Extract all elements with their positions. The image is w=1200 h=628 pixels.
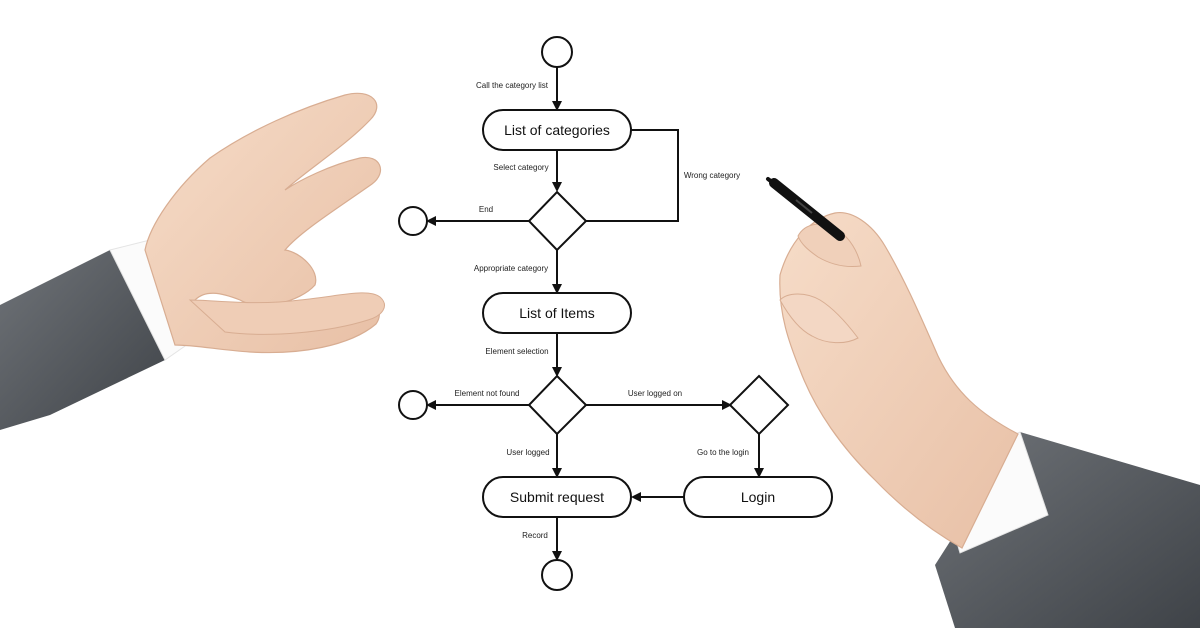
decision-login xyxy=(730,376,788,434)
final-node xyxy=(542,560,572,590)
right-hand-icon xyxy=(768,179,1200,628)
edge-label-element-selection: Element selection xyxy=(485,347,548,356)
edge-label-user-logged-on: User logged on xyxy=(628,389,682,398)
decision-category xyxy=(529,192,586,250)
label-submit-request: Submit request xyxy=(510,489,604,505)
edge-label-user-logged: User logged xyxy=(506,448,549,457)
edge-label-select-category: Select category xyxy=(493,163,548,172)
left-hand-icon xyxy=(0,93,384,430)
marker-pen-icon xyxy=(768,179,840,236)
end-node-not-found xyxy=(399,391,427,419)
edge-label-element-not-found: Element not found xyxy=(455,389,520,398)
edge-label-go-to-login: Go to the login xyxy=(697,448,749,457)
edge-label-call-category-list: Call the category list xyxy=(476,81,549,90)
label-list-of-items: List of Items xyxy=(519,305,594,321)
label-login: Login xyxy=(741,489,775,505)
edge-label-record: Record xyxy=(522,531,548,540)
decision-element xyxy=(529,376,586,434)
edge-label-end: End xyxy=(479,205,493,214)
label-list-of-categories: List of categories xyxy=(504,122,610,138)
edge-label-appropriate-category: Appropriate category xyxy=(474,264,548,273)
edge-label-wrong-category: Wrong category xyxy=(684,171,740,180)
start-node xyxy=(542,37,572,67)
end-node-categories xyxy=(399,207,427,235)
